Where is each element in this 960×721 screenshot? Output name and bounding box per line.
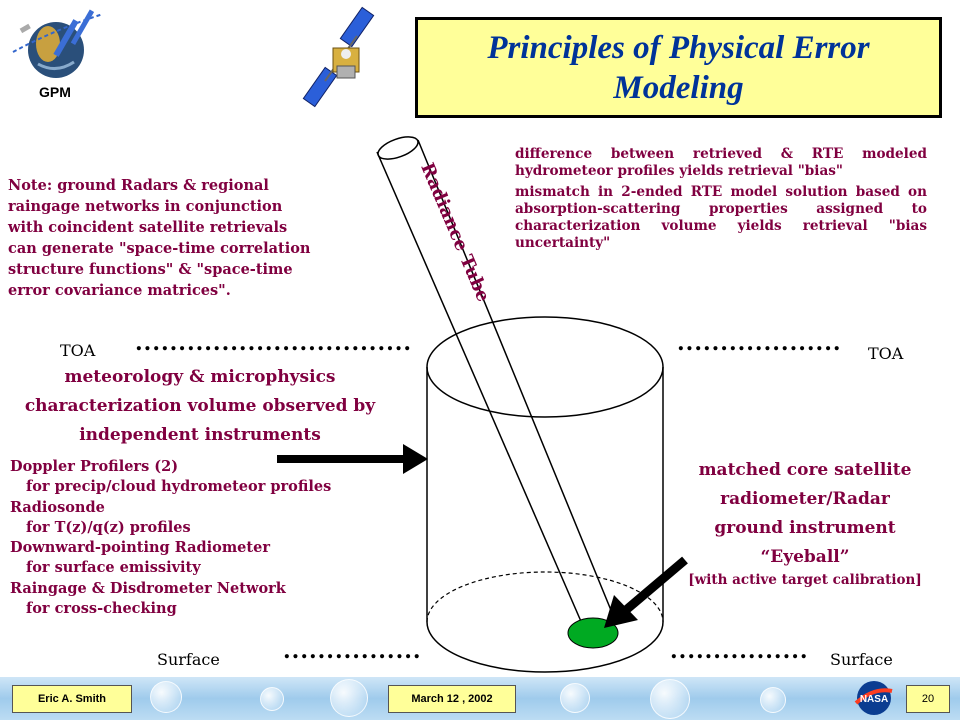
instrument-item: Doppler Profilers (2) <box>10 457 390 477</box>
note-line: can generate "space-time correlation <box>8 240 311 257</box>
decorative-bubble <box>150 681 182 713</box>
nasa-logo-icon: NASA <box>852 679 896 717</box>
met-line: meteorology & microphysics <box>64 367 336 387</box>
satellite-illustration <box>295 6 395 111</box>
characterization-volume-text: meteorology & microphysics characterizat… <box>0 363 400 450</box>
radiance-tube-left <box>376 151 584 627</box>
note-line: error covariance matrices". <box>8 282 231 299</box>
toa-dotted-line-left: ................................ <box>135 330 413 356</box>
page-title: Principles of Physical Error Modeling <box>487 29 870 106</box>
met-line: characterization volume observed by <box>24 396 376 416</box>
bias-bullet: difference between retrieved & RTE model… <box>495 146 927 180</box>
matched-core-text: matched core satellite radiometer/Radar … <box>680 456 930 588</box>
decorative-bubble <box>560 683 590 713</box>
footer-bar: Eric A. Smith March 12 , 2002 NASA 20 <box>0 677 960 720</box>
note-paragraph: Note: ground Radars & regional raingage … <box>8 175 376 301</box>
instrument-list: Doppler Profilers (2) for precip/cloud h… <box>10 457 390 619</box>
toa-dotted-line-right: ................... <box>677 330 842 356</box>
footer-author: Eric A. Smith <box>12 685 132 713</box>
surface-dotted-line-left: ................ <box>283 638 422 664</box>
footer-date: March 12 , 2002 <box>388 685 516 713</box>
bias-bullets: difference between retrieved & RTE model… <box>495 146 927 256</box>
cylinder-top <box>426 316 664 418</box>
decorative-bubble <box>260 687 284 711</box>
toa-label-right: TOA <box>868 344 904 363</box>
bias-bullet: mismatch in 2-ended RTE model solution b… <box>495 184 927 252</box>
surface-label-left: Surface <box>157 650 220 669</box>
gpm-logo <box>8 4 108 104</box>
instrument-detail: for precip/cloud hydrometeor profiles <box>26 478 332 496</box>
instrument-name: Downward-pointing Radiometer <box>10 539 270 557</box>
instrument-item: Raingage & Disdrometer Network <box>10 579 390 599</box>
matched-line: ground instrument <box>714 518 896 538</box>
instrument-detail: for cross-checking <box>26 600 177 618</box>
svg-text:NASA: NASA <box>860 694 888 705</box>
decorative-bubble <box>760 687 786 713</box>
matched-line: radiometer/Radar <box>720 489 890 509</box>
instrument-name: Raingage & Disdrometer Network <box>10 579 286 597</box>
bullet-text: difference between retrieved & RTE model… <box>515 146 927 179</box>
matched-line: “Eyeball” <box>760 547 850 567</box>
matched-subtitle: [with active target calibration] <box>688 572 922 588</box>
cylinder-bottom-front <box>426 621 664 673</box>
decorative-bubble <box>650 679 690 719</box>
instrument-arrow <box>277 444 428 474</box>
note-line: raingage networks in conjunction <box>8 198 283 215</box>
instrument-item: Downward-pointing Radiometer <box>10 538 390 558</box>
toa-label-left: TOA <box>60 341 96 360</box>
surface-dotted-line-right: ................ <box>670 638 809 664</box>
characterization-diagram <box>277 136 688 673</box>
radiance-tube-right <box>417 139 616 621</box>
satellite-icon <box>302 6 375 108</box>
instrument-detail: for surface emissivity <box>26 559 201 577</box>
instrument-name: Radiosonde <box>10 498 105 516</box>
gpm-label: GPM <box>39 84 71 100</box>
instrument-name: Doppler Profilers (2) <box>10 458 179 475</box>
instrument-item: Radiosonde <box>10 498 390 518</box>
globe-satellite-logo-icon <box>12 9 104 78</box>
footer-page-number: 20 <box>906 685 950 713</box>
title-box: Principles of Physical Error Modeling <box>415 17 942 118</box>
note-line: with coincident satellite retrievals <box>8 219 288 236</box>
note-line: Note: ground Radars & regional <box>8 177 269 194</box>
decorative-bubble <box>330 679 368 717</box>
matched-line: matched core satellite <box>698 460 912 480</box>
instrument-detail: for T(z)/q(z) profiles <box>26 518 191 536</box>
surface-label-right: Surface <box>830 650 893 669</box>
note-line: structure functions" & "space-time <box>8 261 293 278</box>
cylinder-bottom-back <box>426 571 664 623</box>
radiance-tube-cap <box>377 136 419 160</box>
eyeball-arrow <box>604 556 688 628</box>
bullet-text: mismatch in 2-ended RTE model solution b… <box>515 184 927 251</box>
met-line: independent instruments <box>79 425 321 445</box>
